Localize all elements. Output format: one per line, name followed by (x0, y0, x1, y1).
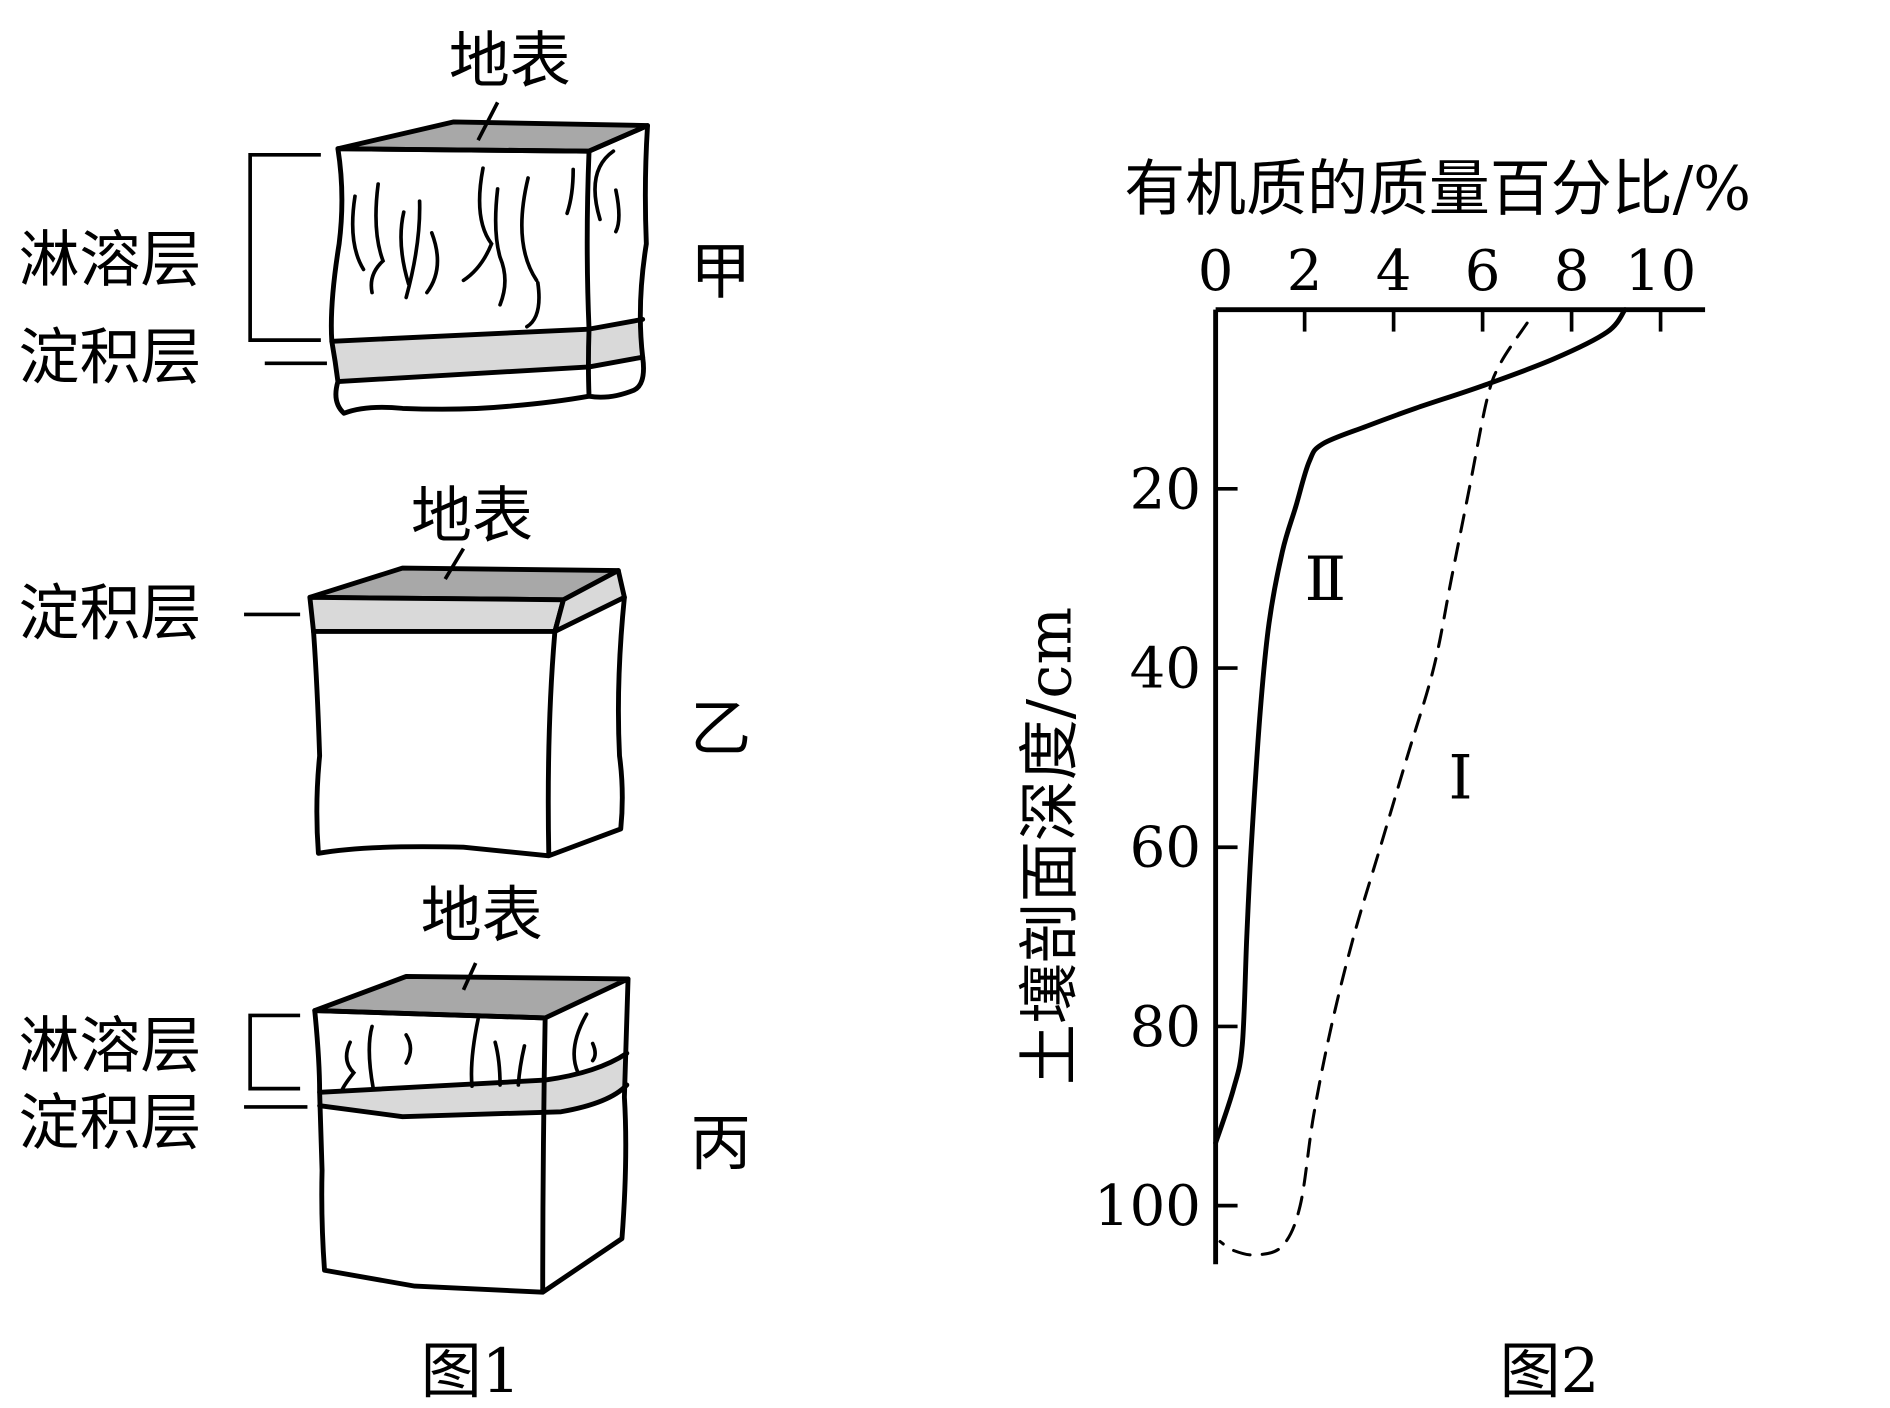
block-yi-deposition-front (307, 594, 566, 634)
chart-y-axis-title: 土壤剖面深度/cm (1015, 607, 1086, 1085)
block-jia-name: 甲 (690, 237, 751, 308)
x-tick-label: 0 (1198, 239, 1234, 304)
block-bing-surface-label: 地表 (421, 880, 543, 951)
series-line-2 (1213, 307, 1628, 1146)
y-tick-label: 100 (1094, 1174, 1201, 1239)
block-bing-leaching-bracket (248, 1013, 301, 1091)
block-yi-surface-pointer (443, 547, 466, 580)
block-bing-deposition-label: 淀积层 (19, 1087, 202, 1158)
block-jia-leaching-streaks (350, 149, 621, 329)
block-bing-surface-pointer (461, 962, 478, 991)
block-yi-deposition-label: 淀积层 (19, 578, 202, 649)
block-jia-surface-pointer (476, 101, 500, 142)
block-bing-deposition-lines (317, 1050, 630, 1120)
block-bing: 地表 淋溶层 淀积层 丙 (19, 880, 751, 1295)
figure1-caption: 图1 (421, 1336, 521, 1407)
chart-series (1213, 307, 1628, 1257)
x-tick-label: 6 (1465, 239, 1501, 304)
block-jia-deposition-bottom-line (335, 354, 646, 384)
y-tick-labels: 20 40 60 80 100 (1094, 457, 1201, 1239)
y-tick-label: 80 (1130, 995, 1201, 1060)
y-tick-label: 20 (1130, 457, 1201, 522)
block-bing-leaching-streaks (339, 1012, 597, 1093)
block-bing-name: 丙 (690, 1108, 751, 1179)
series-label-2: Ⅱ (1305, 544, 1346, 615)
block-bing-body (312, 976, 631, 1295)
block-yi-name: 乙 (690, 694, 751, 765)
block-bing-leaching-label: 淋溶层 (19, 1011, 202, 1082)
y-tick-label: 40 (1130, 637, 1201, 702)
block-jia-leaching-label: 淋溶层 (19, 224, 202, 295)
x-tick-label: 4 (1376, 239, 1412, 304)
series-label-1: Ⅰ (1448, 742, 1472, 813)
block-jia-surface-label: 地表 (449, 26, 571, 97)
chart-x-axis-title: 有机质的质量百分比/% (1124, 154, 1751, 225)
figure2-caption: 图2 (1500, 1336, 1600, 1407)
y-tick-label: 60 (1130, 816, 1201, 881)
x-tick-label: 8 (1554, 239, 1590, 304)
series-line-1 (1218, 321, 1529, 1257)
block-jia-deposition-label: 淀积层 (19, 322, 202, 393)
block-jia-deposition-top-line (329, 316, 646, 344)
block-yi: 地表 淀积层 乙 (19, 480, 751, 859)
block-jia-front-face (328, 146, 592, 416)
block-jia-leaching-bracket (248, 152, 321, 342)
x-tick-label: 2 (1287, 239, 1323, 304)
block-yi-surface-label: 地表 (411, 480, 533, 551)
block-jia-side-face (584, 123, 650, 400)
x-tick-label: 10 (1625, 239, 1696, 304)
block-jia: 地表 淋溶层 淀积层 甲 (19, 26, 751, 416)
block-yi-body (311, 594, 627, 859)
